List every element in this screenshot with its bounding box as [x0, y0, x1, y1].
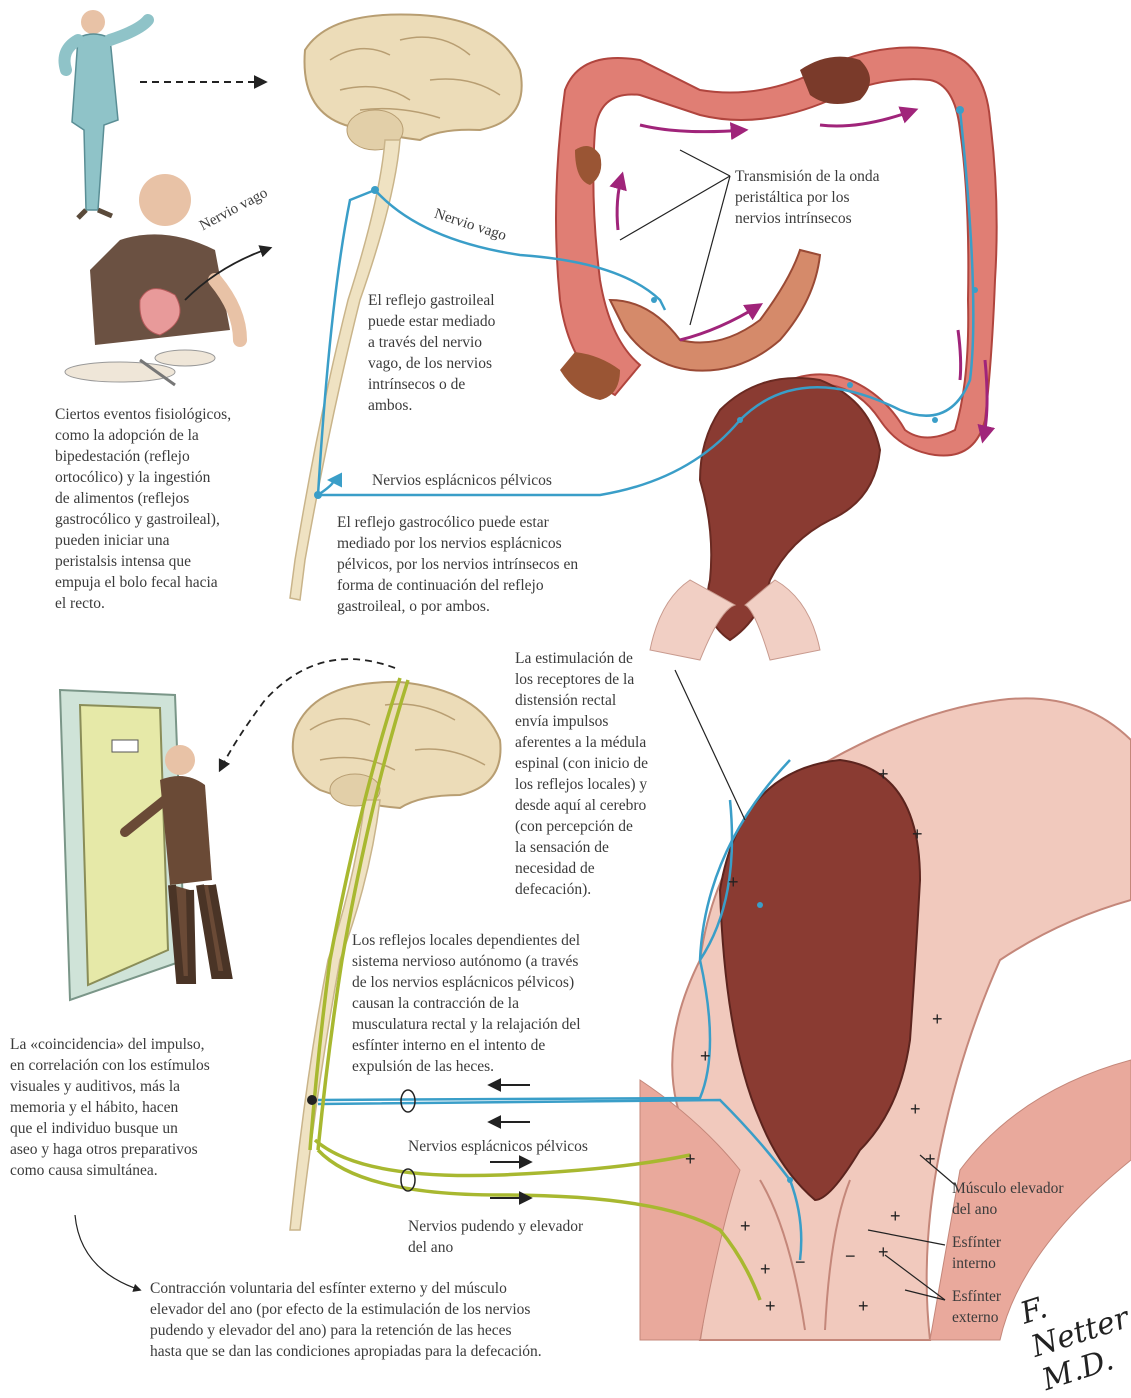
label-esfinter-externo: Esfínter externo: [952, 1286, 1001, 1328]
label-transmision: Transmisión de la onda peristáltica por …: [735, 166, 880, 229]
svg-text:−: −: [845, 1246, 856, 1266]
brain-bottom: [293, 682, 501, 808]
svg-text:+: +: [685, 1149, 696, 1169]
colon-illustration: [556, 48, 997, 661]
label-esplacnicos-bottom: Nervios esplácnicos pélvicos: [408, 1136, 588, 1157]
svg-text:+: +: [760, 1259, 771, 1279]
svg-text:+: +: [890, 1206, 901, 1226]
transmission-pointers: [620, 150, 730, 325]
standing-man-figure: [65, 10, 149, 218]
label-pudendo: Nervios pudendo y elevador del ano: [408, 1216, 583, 1258]
label-reflejo-gastroileal: El reflejo gastroileal puede estar media…: [368, 290, 495, 416]
label-contraccion-voluntaria: Contracción voluntaria del esfínter exte…: [150, 1278, 542, 1362]
svg-text:+: +: [925, 1149, 936, 1169]
label-eventos-fisiologicos: Ciertos eventos fisiológicos, como la ad…: [55, 404, 231, 614]
svg-text:+: +: [910, 1099, 921, 1119]
label-esfinter-interno: Esfínter interno: [952, 1232, 1001, 1274]
label-esplacnicos-top: Nervios esplácnicos pélvicos: [372, 470, 552, 491]
svg-text:+: +: [728, 872, 739, 892]
svg-text:+: +: [858, 1296, 869, 1316]
man-at-door-figure: [60, 690, 228, 1000]
svg-text:+: +: [878, 764, 889, 784]
svg-text:+: +: [700, 1046, 711, 1066]
svg-text:−: −: [795, 1252, 806, 1272]
label-estimulacion-receptores: La estimulación de los receptores de la …: [515, 648, 648, 900]
svg-text:+: +: [740, 1216, 751, 1236]
label-reflejos-locales: Los reflejos locales dependientes del si…: [352, 930, 581, 1077]
brain-top: [305, 14, 522, 150]
svg-text:+: +: [932, 1009, 943, 1029]
label-coincidencia: La «coincidencia» del impulso, en correl…: [10, 1034, 210, 1181]
svg-text:+: +: [912, 824, 923, 844]
svg-text:+: +: [878, 1242, 889, 1262]
label-musculo-elevador: Músculo elevador del ano: [952, 1178, 1063, 1220]
label-reflejo-gastrocolico: El reflejo gastrocólico puede estar medi…: [337, 512, 578, 617]
svg-text:+: +: [765, 1296, 776, 1316]
